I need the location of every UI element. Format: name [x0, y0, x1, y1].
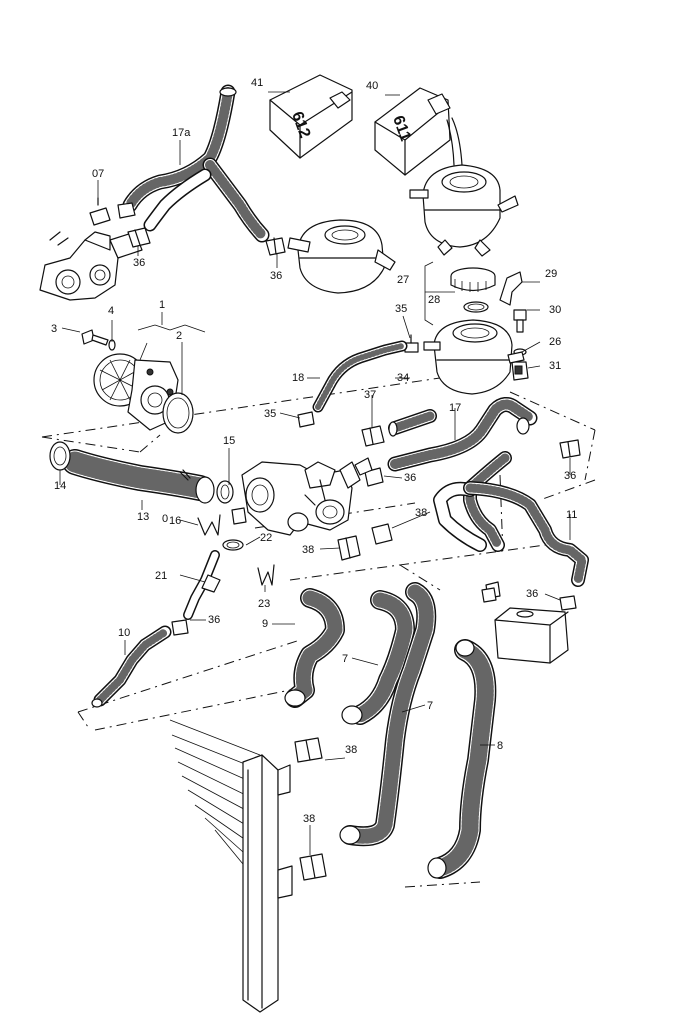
callout-28: 28: [428, 294, 440, 306]
hose-9: [284, 588, 345, 708]
seal-14: [49, 441, 71, 471]
callout-36: 36: [133, 257, 145, 269]
callout-18: 18: [292, 372, 304, 384]
callout-15: 15: [223, 435, 235, 447]
callout-38: 38: [302, 544, 314, 556]
callout-17: 17: [449, 402, 461, 414]
bolt-3: [81, 329, 109, 346]
tank-cap-27: [450, 267, 496, 292]
callout-7: 7: [427, 700, 433, 712]
callout-36: 36: [270, 270, 282, 282]
callout-labels: 41 40 17a 07 36 36 27 29 28 1 4 35 30 3 …: [51, 77, 577, 825]
callout-13: 13: [137, 511, 149, 523]
clamp-36-oil-cooler: [481, 587, 577, 611]
callout-37: 37: [364, 389, 376, 401]
callout-8: 8: [497, 740, 503, 752]
gasket-2: [162, 392, 194, 434]
expansion-tank-upper-right: [409, 164, 519, 257]
hose-18: [312, 340, 408, 413]
callout-34: 34: [397, 372, 409, 384]
bracket-31: [511, 361, 529, 381]
hose-7-upper: [341, 590, 415, 725]
callout-38: 38: [345, 744, 357, 756]
clamp-38-lower-a: [294, 737, 323, 763]
callout-36: 36: [564, 470, 576, 482]
hose-13: [62, 449, 213, 501]
callout-07: 07: [92, 168, 104, 180]
cover-29: [499, 271, 523, 306]
clamp-36-top-mid: [265, 237, 286, 256]
callout-38: 38: [415, 507, 427, 519]
clamp-07: [89, 197, 136, 226]
seal-ring-28: [463, 301, 489, 313]
oil-cooler: [485, 581, 569, 664]
expansion-tank-lower: [423, 319, 525, 395]
callout-9: 9: [262, 618, 268, 630]
callout-23: 23: [258, 598, 270, 610]
callout-14: 14: [54, 480, 66, 492]
hose-8: [427, 639, 497, 879]
hose-17: [387, 397, 538, 472]
hose-10: [91, 625, 172, 708]
clamp-36-top-left: [127, 227, 151, 248]
clamp-36-center-b: [231, 507, 247, 525]
hose-17a: [122, 84, 270, 243]
callout-26: 26: [549, 336, 561, 348]
callout-36: 36: [208, 614, 220, 626]
callout-36: 36: [526, 588, 538, 600]
callout-27: 27: [397, 274, 409, 286]
clamp-38-center: [337, 523, 393, 561]
seal-15: [195, 476, 234, 504]
hose-34: [388, 409, 437, 437]
callout-36: 36: [404, 472, 416, 484]
callout-3: 3: [51, 323, 57, 335]
callout-22: 22: [260, 532, 272, 544]
thermostat-housing-top-left: [39, 231, 143, 301]
callout-4: 4: [108, 305, 114, 317]
callout-11: 11: [566, 509, 577, 521]
callout-1: 1: [159, 299, 165, 311]
clamp-37: [361, 425, 385, 447]
callout-10: 10: [118, 627, 130, 639]
callout-30: 30: [549, 304, 561, 316]
thermostat-housing-center: [241, 461, 361, 536]
clip-35-lower: [297, 411, 315, 428]
coolant-bottle-40: 611: [374, 87, 463, 176]
callout-40: 40: [366, 80, 378, 92]
hose-7-lower: [339, 582, 437, 847]
leader-lines: [59, 91, 571, 855]
seal-22: [222, 539, 244, 551]
callout-7: 7: [342, 653, 348, 665]
callout-17a: 17a: [172, 127, 191, 139]
hose-11: [433, 451, 589, 587]
expansion-tank-upper-left: [287, 219, 396, 294]
clip-16: [197, 514, 221, 536]
callout-31: 31: [549, 360, 561, 372]
clamp-36-center-a: [354, 457, 384, 487]
clip-23: [257, 564, 275, 586]
callout-41: 41: [251, 77, 263, 89]
callout-35: 35: [264, 408, 276, 420]
sender-30: [513, 309, 527, 333]
callout-29: 29: [545, 268, 557, 280]
clamp-38-lower-b: [299, 853, 327, 881]
callout-35: 35: [395, 303, 407, 315]
callout-38: 38: [303, 813, 315, 825]
radiator: [169, 719, 293, 1013]
pipe-21: [183, 550, 221, 620]
coolant-bottle-41: 612: [269, 74, 353, 159]
callout-0: 0: [162, 513, 168, 525]
callout-2: 2: [176, 330, 182, 342]
callout-21: 21: [155, 570, 167, 582]
clamp-36-hose10: [171, 619, 189, 636]
clamp-36-right: [559, 439, 581, 459]
clip-35-upper: [404, 334, 419, 353]
callout-16: 16: [169, 515, 181, 527]
